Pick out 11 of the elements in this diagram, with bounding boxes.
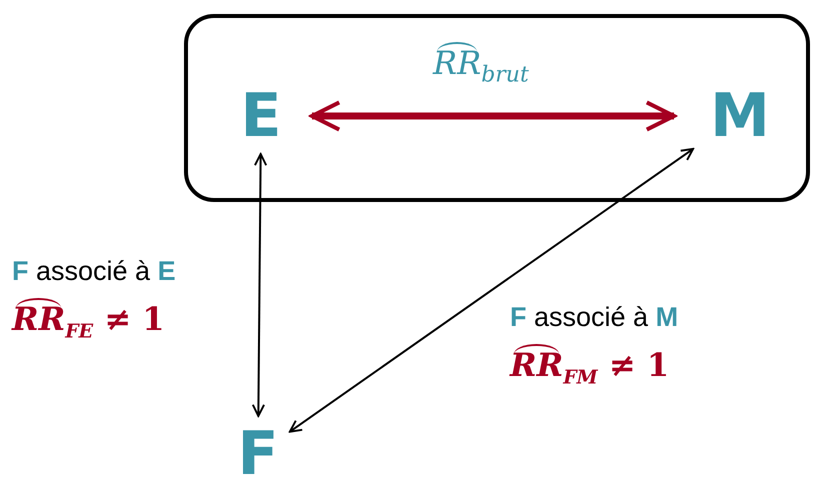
formula-text: RR$_{FM}$ ≠ 1 xyxy=(510,346,670,388)
node-letter: M xyxy=(702,90,778,142)
double-arrow xyxy=(310,100,676,132)
annotation-text: F associé à E xyxy=(12,256,176,287)
double-arrow xyxy=(288,148,694,433)
rounded-box xyxy=(184,14,810,202)
formula-text: RR$_{FE}$ ≠ 1 xyxy=(12,300,165,342)
double-arrow xyxy=(252,153,268,417)
annotation-text: F associé à M xyxy=(510,302,678,333)
node-letter: F xyxy=(236,428,280,480)
node-letter: E xyxy=(238,90,284,142)
